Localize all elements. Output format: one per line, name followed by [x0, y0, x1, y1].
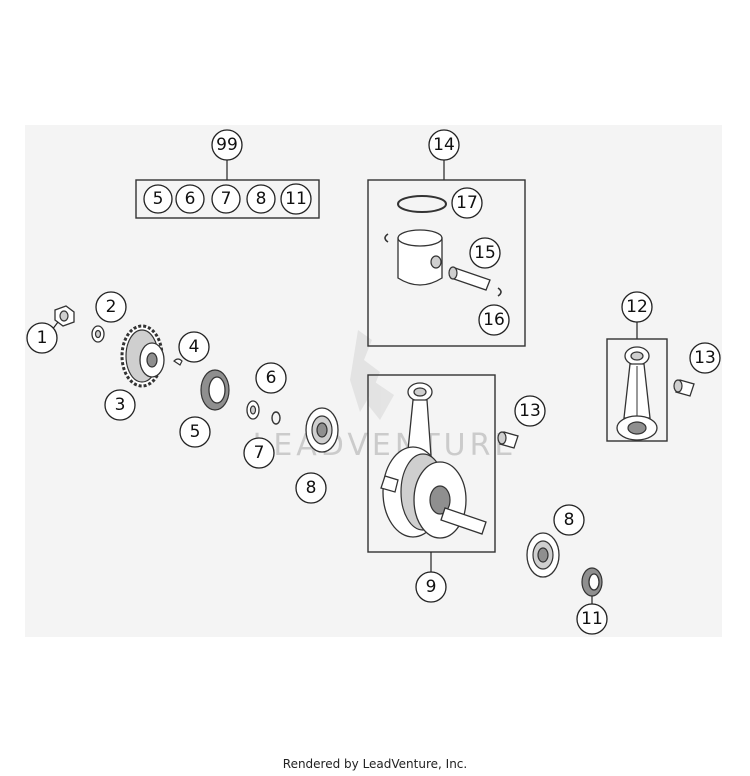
kit-box [135, 179, 320, 219]
watermark-text: LEADVENTURE [253, 428, 518, 463]
svg-text:6: 6 [266, 368, 277, 388]
callout-99[interactable]: 99 [211, 129, 243, 161]
connecting-rod-kit [616, 346, 658, 441]
kit-member-5[interactable]: 5 [143, 184, 173, 214]
svg-text:11: 11 [285, 189, 307, 209]
svg-text:7: 7 [221, 189, 232, 209]
svg-text:6: 6 [185, 189, 196, 209]
ball-bearing-right [526, 532, 560, 578]
svg-text:17: 17 [456, 193, 478, 213]
callout-8-left[interactable]: 8 [295, 472, 327, 504]
shaft-seal [200, 369, 230, 411]
kit-member-8[interactable]: 8 [246, 184, 276, 214]
callout-13-right[interactable]: 13 [689, 342, 721, 374]
svg-text:13: 13 [694, 348, 716, 368]
callout-8-right[interactable]: 8 [553, 504, 585, 536]
piston [397, 229, 443, 286]
svg-text:4: 4 [189, 337, 200, 357]
spacer-washer [246, 400, 260, 420]
kit-member-7[interactable]: 7 [211, 184, 241, 214]
washer [91, 325, 105, 343]
woodruff-key [173, 358, 183, 366]
svg-text:14: 14 [433, 135, 455, 155]
footer-credit: Rendered by LeadVenture, Inc. [282, 757, 468, 771]
callout-6[interactable]: 6 [255, 362, 287, 394]
callout-7[interactable]: 7 [243, 437, 275, 469]
piston-group-box [367, 179, 526, 347]
svg-text:5: 5 [153, 189, 164, 209]
watermark-logo [350, 330, 394, 420]
nut [54, 305, 75, 327]
svg-text:11: 11 [581, 609, 603, 629]
svg-text:99: 99 [216, 135, 238, 155]
kit-member-11[interactable]: 11 [280, 183, 312, 215]
needle-bearing-right [673, 379, 695, 397]
svg-text:1: 1 [37, 328, 48, 348]
svg-text:13: 13 [519, 401, 541, 421]
svg-text:8: 8 [306, 478, 317, 498]
svg-text:8: 8 [564, 510, 575, 530]
callout-15[interactable]: 15 [469, 237, 501, 269]
callout-14[interactable]: 14 [428, 129, 460, 161]
crankshaft [380, 382, 487, 539]
svg-text:5: 5 [190, 422, 201, 442]
callout-4[interactable]: 4 [178, 331, 210, 363]
svg-text:8: 8 [256, 189, 267, 209]
callout-1[interactable]: 1 [26, 322, 58, 354]
o-ring [271, 411, 281, 425]
callout-16[interactable]: 16 [478, 304, 510, 336]
svg-text:16: 16 [483, 310, 505, 330]
callout-2[interactable]: 2 [95, 291, 127, 323]
callout-3[interactable]: 3 [104, 389, 136, 421]
ball-bearing-left [305, 407, 339, 453]
callout-9[interactable]: 9 [415, 571, 447, 603]
primary-gear [120, 324, 165, 388]
callout-5[interactable]: 5 [179, 416, 211, 448]
needle-bearing-middle [497, 431, 519, 449]
svg-text:3: 3 [115, 395, 126, 415]
conrod-group-box [606, 338, 668, 442]
oil-seal [581, 567, 603, 597]
svg-text:7: 7 [254, 443, 265, 463]
callout-11[interactable]: 11 [576, 603, 608, 635]
kit-member-6[interactable]: 6 [175, 184, 205, 214]
piston-ring [397, 195, 447, 213]
piston-pin [448, 266, 491, 291]
callout-17[interactable]: 17 [451, 187, 483, 219]
callout-12[interactable]: 12 [621, 291, 653, 323]
svg-text:15: 15 [474, 243, 496, 263]
circlip-left [384, 233, 389, 243]
callout-13-middle[interactable]: 13 [514, 395, 546, 427]
svg-text:9: 9 [426, 577, 437, 597]
svg-text:2: 2 [106, 297, 117, 317]
circlip-right [497, 287, 502, 297]
svg-text:12: 12 [626, 297, 648, 317]
